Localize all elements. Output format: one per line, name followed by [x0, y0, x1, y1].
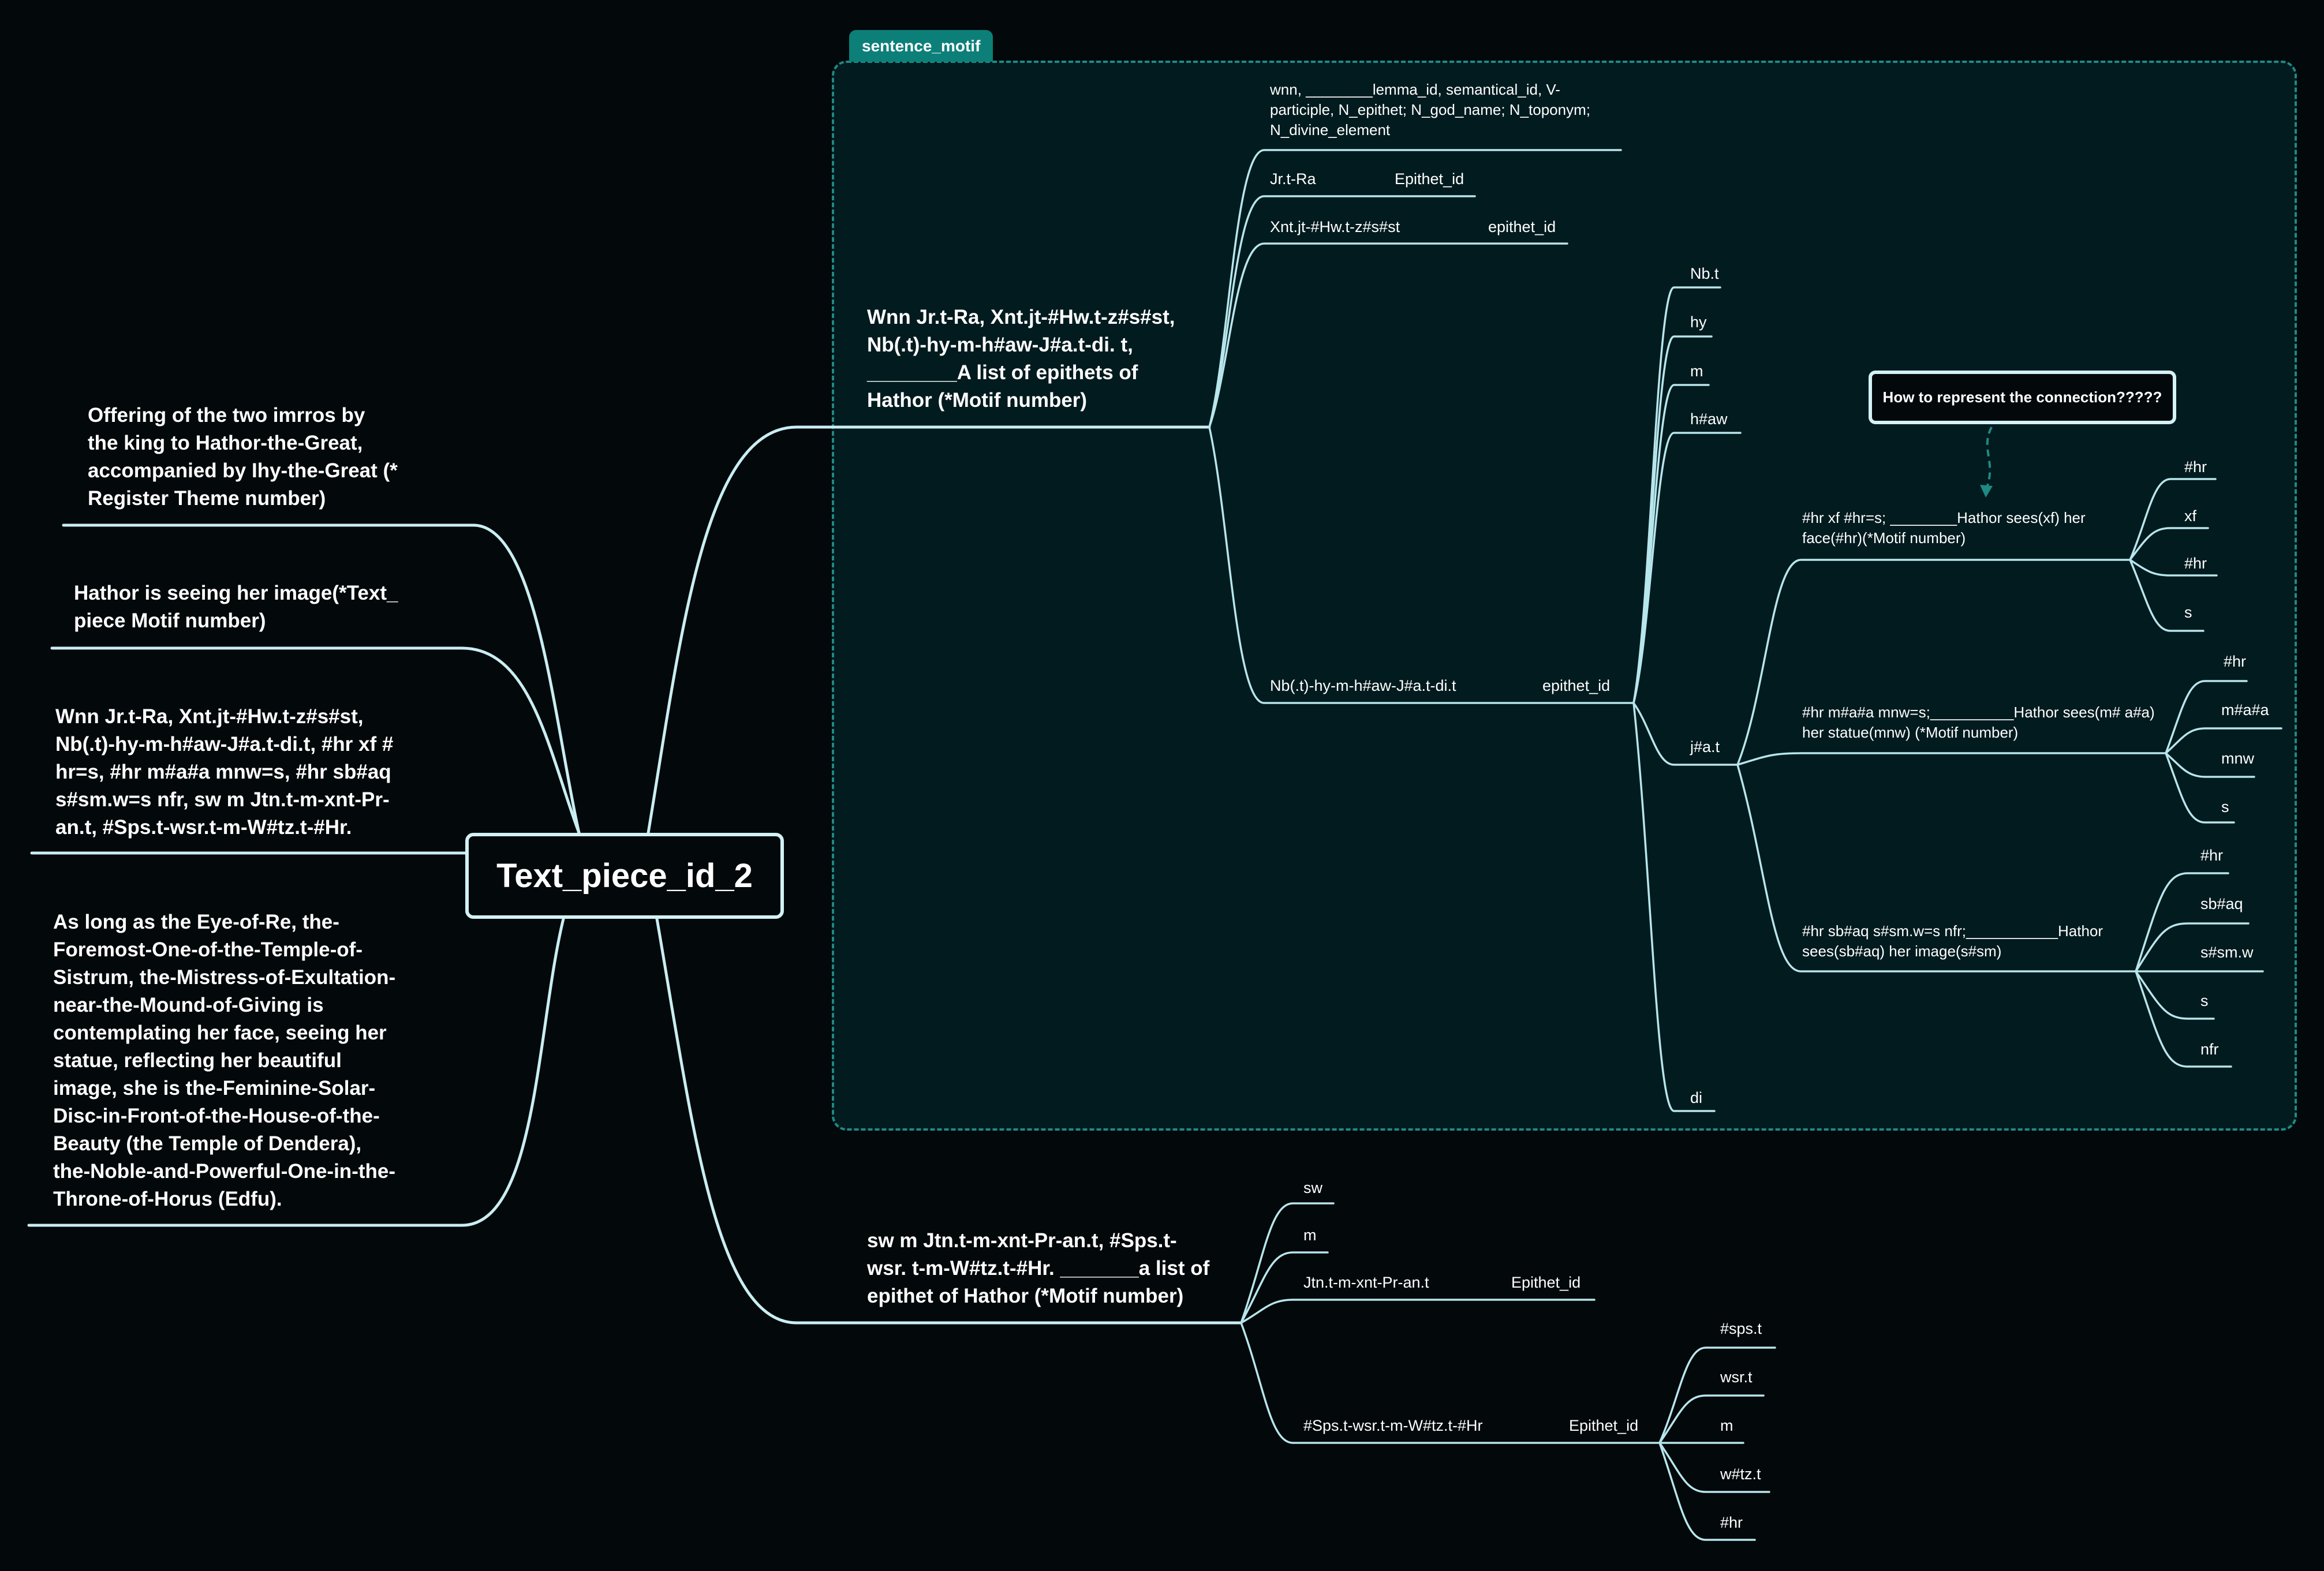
connector-root-note1 [62, 523, 581, 835]
epithet1-name[interactable]: Jr.t-Ra [1270, 170, 1316, 188]
connector-b-p1 [1658, 1346, 1776, 1444]
connector-top-header [1208, 149, 1622, 428]
clause-face-word[interactable]: s [2184, 604, 2192, 621]
connector-part-hy [1632, 335, 1713, 704]
epithet2-name[interactable]: Xnt.jt-#Hw.t-z#s#st [1270, 218, 1400, 235]
epithet3-name[interactable]: Nb(.t)-hy-m-h#aw-J#a.t-di.t [1270, 677, 1456, 694]
epithet2-id[interactable]: epithet_id [1488, 218, 1556, 235]
connector-root-note4 [27, 917, 565, 1227]
part-jat[interactable]: j#a.t [1690, 738, 1720, 755]
connector-c3-w1 [2135, 872, 2229, 972]
connector-c3-w5 [2135, 970, 2232, 1068]
connector-b-ep1 [1240, 1299, 1596, 1324]
clause-image[interactable]: #hr sb#aq s#sm.w=s nfr;___________Hathor… [1802, 922, 2103, 960]
connector-c3-w4 [2135, 970, 2215, 1020]
connector-c2-w1 [2165, 680, 2248, 754]
clause-face-word[interactable]: #hr [2184, 555, 2207, 572]
epithet3-id[interactable]: epithet_id [1542, 677, 1611, 694]
clause-image-word[interactable]: s [2200, 992, 2209, 1009]
bottom-epithet2-id[interactable]: Epithet_id [1569, 1417, 1639, 1434]
connector-c1-w4 [2129, 559, 2205, 632]
part-haw[interactable]: h#aw [1690, 410, 1728, 428]
clause-image-word[interactable]: nfr [2200, 1041, 2219, 1058]
connector-part-jat [1632, 702, 1739, 766]
connector-part-nbt [1632, 286, 1721, 704]
connector-clause3 [1736, 764, 2137, 972]
clause-statue[interactable]: #hr m#a#a mnw=s;__________Hathor sees(m#… [1802, 704, 2155, 741]
bottom-part[interactable]: #hr [1720, 1514, 1743, 1531]
part-di[interactable]: di [1690, 1089, 1703, 1106]
connector-top-ep3 [1208, 426, 1635, 704]
connector-part-di [1632, 702, 1716, 1112]
bottom-part[interactable]: wsr.t [1720, 1368, 1753, 1386]
part-nbt[interactable]: Nb.t [1690, 265, 1719, 282]
bottom-word-sw[interactable]: sw [1303, 1179, 1322, 1196]
clause-face[interactable]: #hr xf #hr=s; ________Hathor sees(xf) he… [1802, 509, 2086, 547]
sentence-motif-frame[interactable] [832, 61, 2297, 1131]
bottom-epithet2-name[interactable]: #Sps.t-wsr.t-m-W#tz.t-#Hr [1303, 1417, 1483, 1434]
connector-b-p4 [1658, 1442, 1770, 1493]
bottom-part[interactable]: #sps.t [1720, 1320, 1762, 1337]
connector-b-ep2 [1240, 1322, 1661, 1444]
callout-arrow [1985, 427, 1993, 491]
connector-root-branch-bottom [655, 917, 1243, 1325]
clause-statue-word[interactable]: mnw [2221, 750, 2255, 767]
bottom-word-m[interactable]: m [1303, 1226, 1317, 1244]
connector-c3-w2 [2135, 922, 2250, 972]
root-topic[interactable]: Text_piece_id_2 [465, 833, 784, 919]
connector-root-branch-top [647, 425, 1211, 835]
connector-c2-w2 [2165, 727, 2282, 754]
callout-arrowhead [1980, 485, 1993, 498]
clause-statue-word[interactable]: m#a#a [2221, 701, 2269, 719]
left-note-transliteration[interactable]: Wnn Jr.t-Ra, Xnt.jt-#Hw.t-z#s#st, Nb(.t)… [55, 705, 394, 839]
connector-top-ep2 [1208, 242, 1568, 428]
connector-b-m [1240, 1251, 1329, 1324]
connector-part-haw [1632, 432, 1742, 704]
connector-c2-w3 [2165, 752, 2255, 778]
branch-bottom-label[interactable]: sw m Jtn.t-m-xnt-Pr-an.t, #Sps.t-wsr. t-… [867, 1229, 1210, 1307]
clause-face-word[interactable]: xf [2184, 507, 2197, 525]
branch-top-label[interactable]: Wnn Jr.t-Ra, Xnt.jt-#Hw.t-z#s#st, Nb(.t)… [867, 306, 1175, 412]
connector-clause2 [1736, 752, 2167, 766]
bottom-epithet1-id[interactable]: Epithet_id [1511, 1274, 1581, 1291]
connector-b-p2 [1658, 1394, 1765, 1444]
connector-c1-w3 [2129, 559, 2218, 577]
left-note-translation[interactable]: As long as the Eye-of-Re, the-Foremost-O… [53, 911, 396, 1210]
branch-top-header[interactable]: wnn, ________lemma_id, semantical_id, V-… [1270, 81, 1590, 139]
connector-c1-w2 [2129, 527, 2209, 561]
connector-b-p5 [1658, 1442, 1756, 1541]
connector-root-note2 [50, 646, 581, 835]
part-hy[interactable]: hy [1690, 313, 1707, 331]
part-m[interactable]: m [1690, 362, 1703, 380]
bottom-part[interactable]: m [1720, 1417, 1733, 1434]
connector-c2-w4 [2165, 752, 2235, 824]
clause-statue-word[interactable]: #hr [2224, 653, 2247, 670]
epithet1-id[interactable]: Epithet_id [1395, 170, 1464, 188]
left-note-hathor-seeing[interactable]: Hathor is seeing her image(*Text_ piece … [74, 582, 398, 632]
clause-statue-word[interactable]: s [2221, 798, 2229, 816]
sentence-motif-tag[interactable]: sentence_motif [849, 30, 993, 62]
bottom-part[interactable]: w#tz.t [1720, 1465, 1761, 1483]
callout-connection-question[interactable]: How to represent the connection????? [1869, 371, 2176, 424]
connector-top-ep1 [1208, 195, 1476, 428]
clause-image-word[interactable]: #hr [2200, 847, 2224, 864]
clause-face-word[interactable]: #hr [2184, 458, 2207, 476]
bottom-epithet1-name[interactable]: Jtn.t-m-xnt-Pr-an.t [1303, 1274, 1429, 1291]
connector-clause1 [1736, 559, 2131, 766]
connector-c1-w1 [2129, 478, 2217, 561]
connector-b-sw [1240, 1202, 1335, 1324]
clause-image-word[interactable]: s#sm.w [2200, 944, 2254, 961]
left-note-offering[interactable]: Offering of the two imrros by the king t… [88, 404, 398, 510]
clause-image-word[interactable]: sb#aq [2200, 895, 2243, 912]
